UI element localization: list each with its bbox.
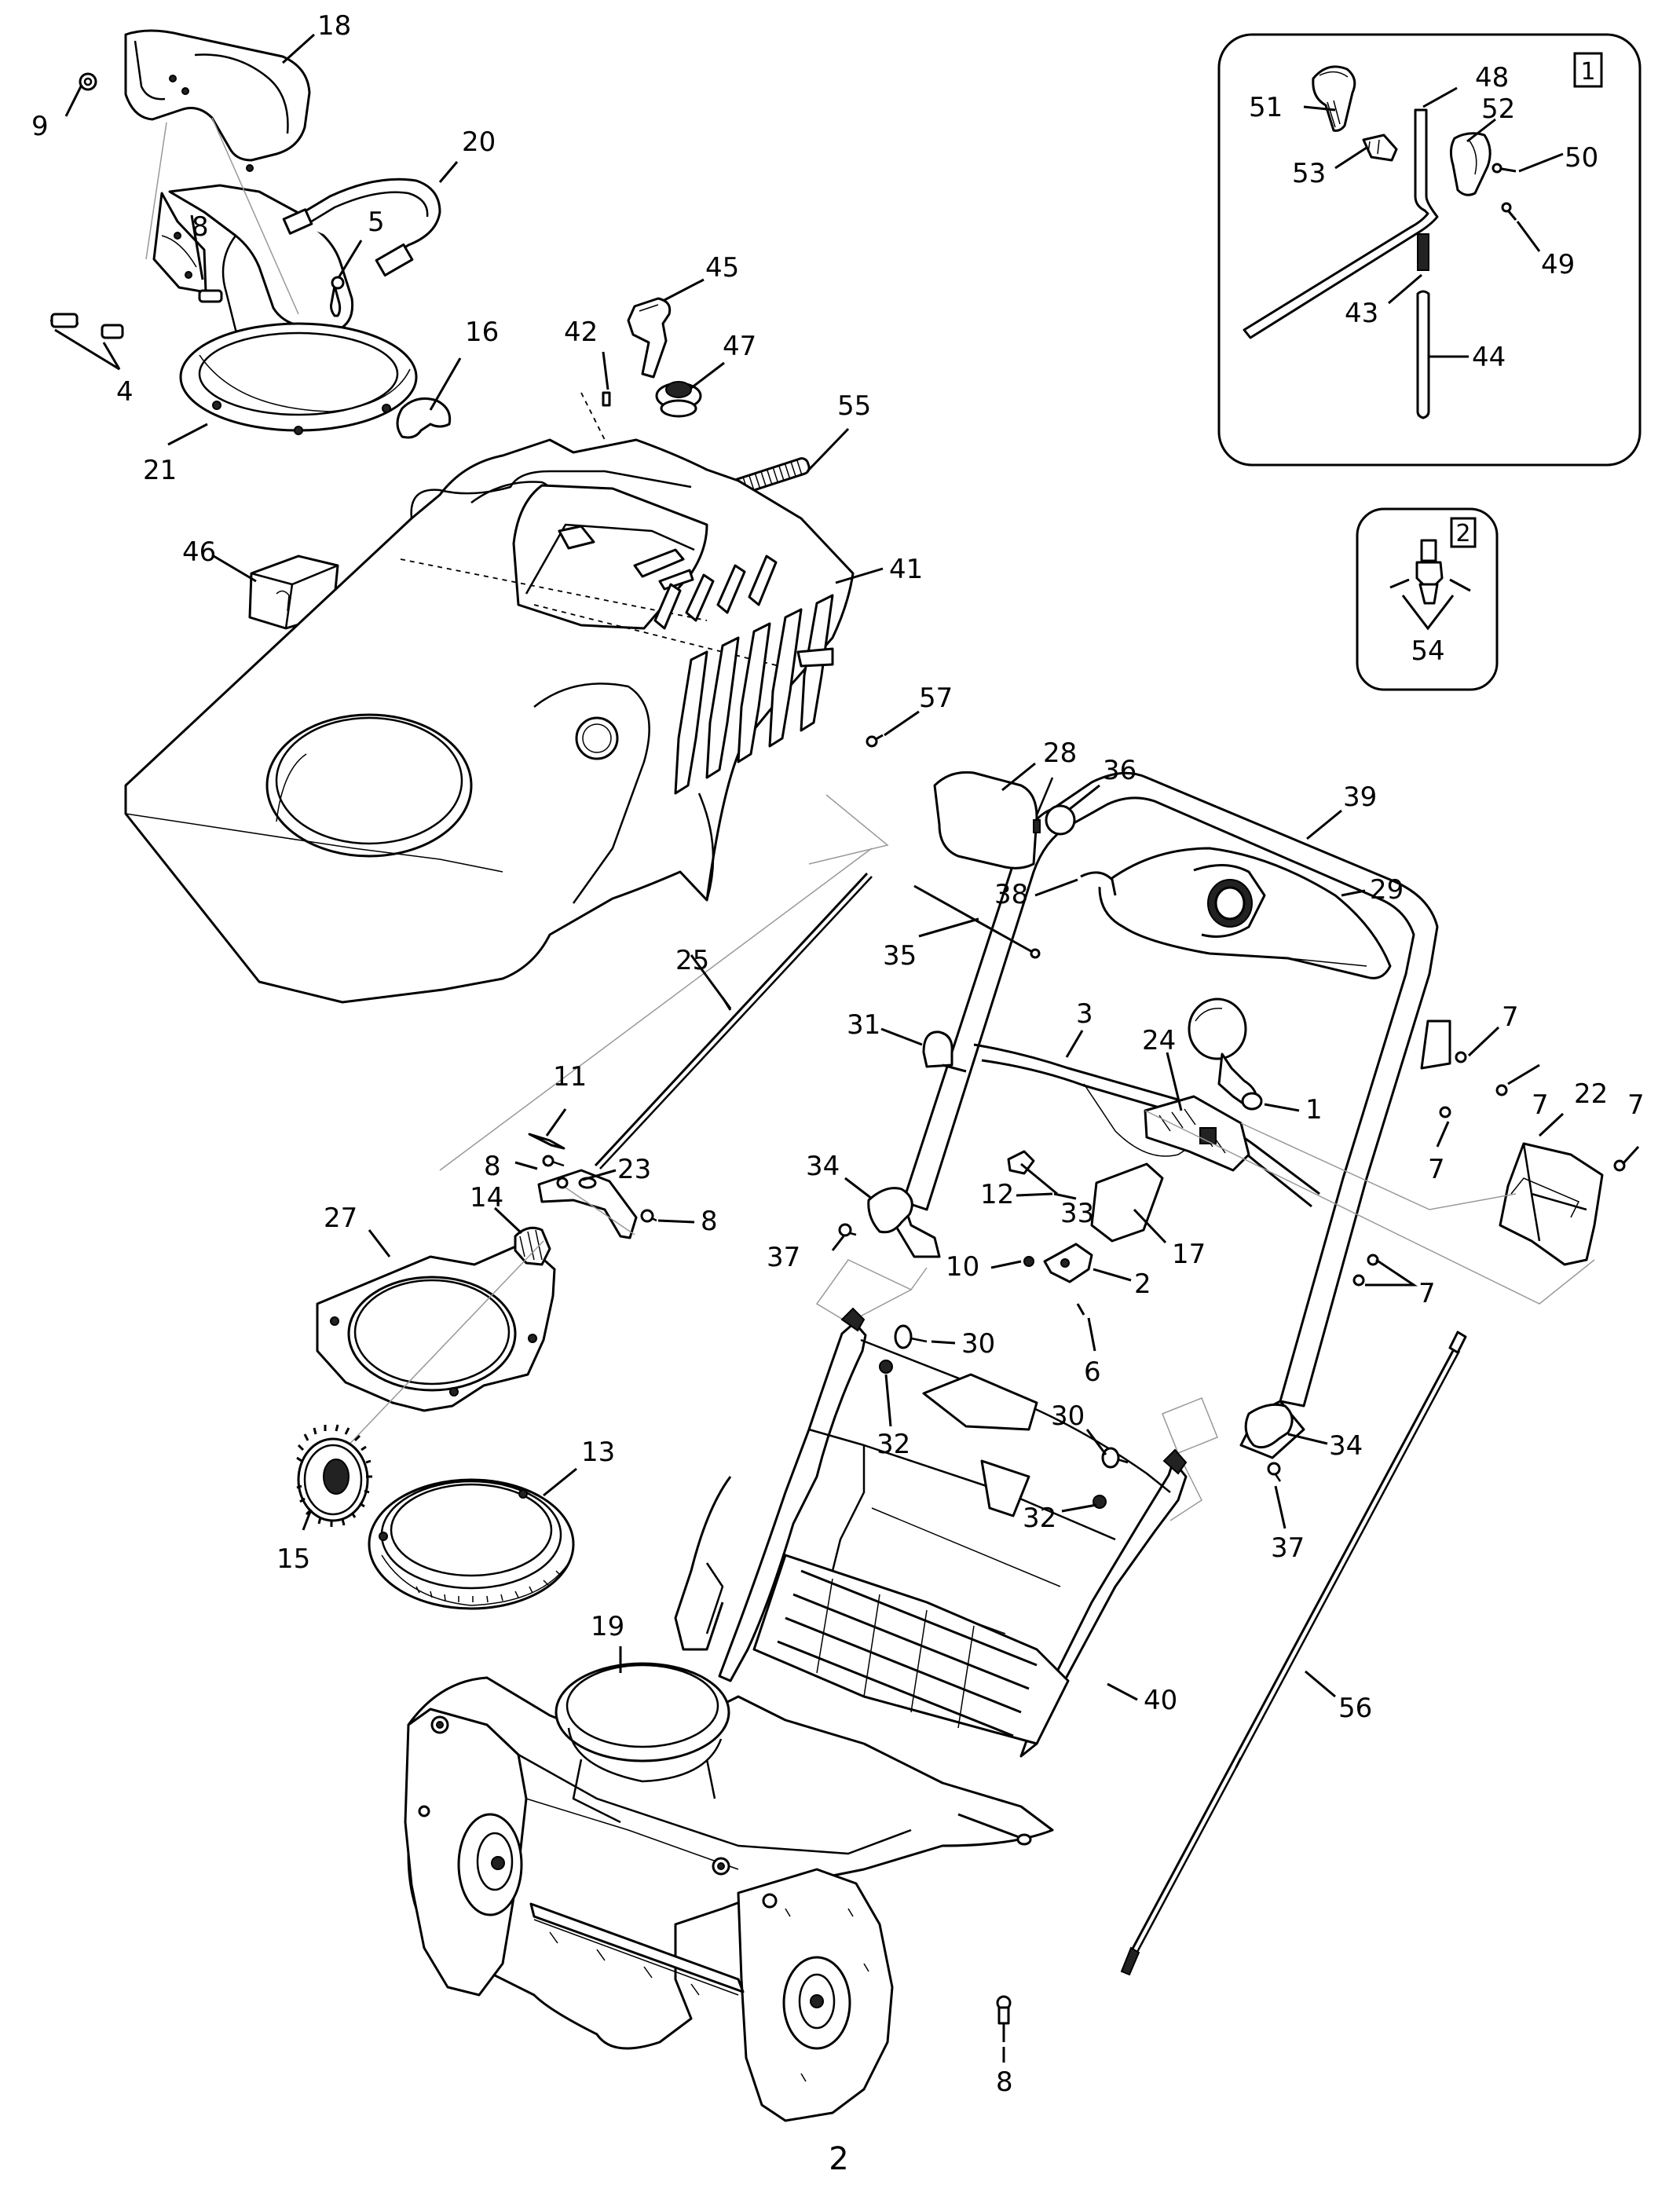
label-29: 29: [1370, 874, 1404, 906]
inset-box-2-tag: [1450, 517, 1477, 548]
handle-assembly: 28 36 39 29 38 35 3 31 24 1 33 34 37 12 …: [767, 738, 1645, 1564]
rod-25: 25: [439, 794, 889, 1171]
label-7-d: 7: [1627, 1089, 1645, 1121]
label-8-plate: 8: [484, 1151, 501, 1182]
label-18: 18: [317, 10, 351, 42]
label-25: 25: [675, 945, 709, 976]
inset-box-1-number: 1: [1580, 58, 1595, 86]
label-32-b: 32: [1023, 1503, 1056, 1534]
label-57: 57: [919, 683, 953, 714]
label-23: 23: [617, 1154, 651, 1185]
label-43: 43: [1345, 298, 1378, 329]
label-38: 38: [994, 879, 1028, 910]
label-32-a: 32: [877, 1429, 910, 1460]
label-5: 5: [368, 207, 385, 238]
label-53: 53: [1292, 158, 1326, 189]
gear-ring-assembly: 15 13: [276, 1424, 615, 1610]
label-50: 50: [1565, 142, 1598, 174]
label-12: 12: [980, 1179, 1014, 1210]
label-4: 4: [116, 376, 134, 408]
label-28: 28: [1043, 738, 1077, 769]
label-8-base: 8: [996, 2066, 1013, 2098]
label-34-right: 34: [1329, 1430, 1363, 1462]
label-45: 45: [705, 252, 739, 284]
label-54: 54: [1411, 635, 1444, 667]
label-30-b: 30: [1051, 1400, 1085, 1432]
label-37-right: 37: [1271, 1532, 1305, 1564]
label-49: 49: [1541, 249, 1575, 280]
label-9: 9: [31, 111, 49, 142]
label-11: 11: [553, 1061, 587, 1093]
label-8-plate-right: 8: [701, 1206, 718, 1237]
auger-housing: 30 30 32 32 40 19 8: [404, 1307, 1188, 2122]
label-6: 6: [1084, 1356, 1101, 1388]
label-1: 1: [1305, 1094, 1323, 1126]
label-42: 42: [564, 317, 598, 348]
chute-assembly: 18 20 5 9 8 4 16 21: [31, 10, 499, 486]
label-7-c: 7: [1532, 1089, 1549, 1121]
label-40: 40: [1144, 1685, 1177, 1716]
inset-box-1-tag: [1573, 52, 1603, 88]
label-22: 22: [1574, 1078, 1608, 1110]
label-13: 13: [581, 1437, 615, 1468]
cable-56: 56: [1120, 1331, 1467, 1976]
label-30-a: 30: [961, 1328, 995, 1360]
label-34-left: 34: [806, 1151, 840, 1182]
label-41: 41: [889, 554, 923, 585]
label-51: 51: [1249, 92, 1283, 123]
label-20: 20: [462, 126, 496, 158]
label-7-e: 7: [1418, 1278, 1436, 1309]
label-46: 46: [182, 536, 216, 568]
label-3: 3: [1076, 998, 1093, 1030]
label-44: 44: [1472, 342, 1506, 373]
label-7-a: 7: [1502, 1001, 1519, 1033]
label-33: 33: [1060, 1198, 1094, 1229]
label-56: 56: [1338, 1693, 1372, 1724]
label-24: 24: [1142, 1025, 1176, 1056]
label-15: 15: [276, 1543, 310, 1575]
shroud-41: 41 57: [124, 392, 953, 1004]
label-47: 47: [723, 331, 756, 362]
label-39: 39: [1343, 782, 1377, 813]
label-55: 55: [837, 390, 871, 422]
inset-box-2-number: 2: [1455, 520, 1470, 547]
label-35: 35: [883, 940, 917, 972]
top-small-parts: 45 47 42 55 46: [182, 252, 871, 630]
label-8-chute: 8: [192, 211, 209, 243]
label-37-left: 37: [767, 1242, 800, 1273]
label-52: 52: [1481, 93, 1515, 125]
label-14: 14: [470, 1182, 503, 1213]
label-27: 27: [324, 1202, 357, 1234]
inset-box-2: 2 54: [1356, 507, 1499, 691]
label-2: 2: [1134, 1268, 1151, 1300]
label-17: 17: [1172, 1239, 1206, 1270]
label-7-b: 7: [1428, 1154, 1445, 1185]
inset-box-1: 1 48 51 53 52 50 49: [1217, 33, 1642, 467]
label-19: 19: [591, 1611, 624, 1642]
label-31: 31: [847, 1009, 880, 1041]
label-21: 21: [143, 455, 177, 486]
label-48: 48: [1475, 62, 1509, 93]
label-10: 10: [946, 1251, 979, 1283]
gear-plate-assembly: 11 8 23 14 27 8: [316, 1061, 718, 1452]
label-36: 36: [1103, 755, 1136, 786]
label-16: 16: [465, 317, 499, 348]
page-number: 2: [829, 2141, 848, 2177]
